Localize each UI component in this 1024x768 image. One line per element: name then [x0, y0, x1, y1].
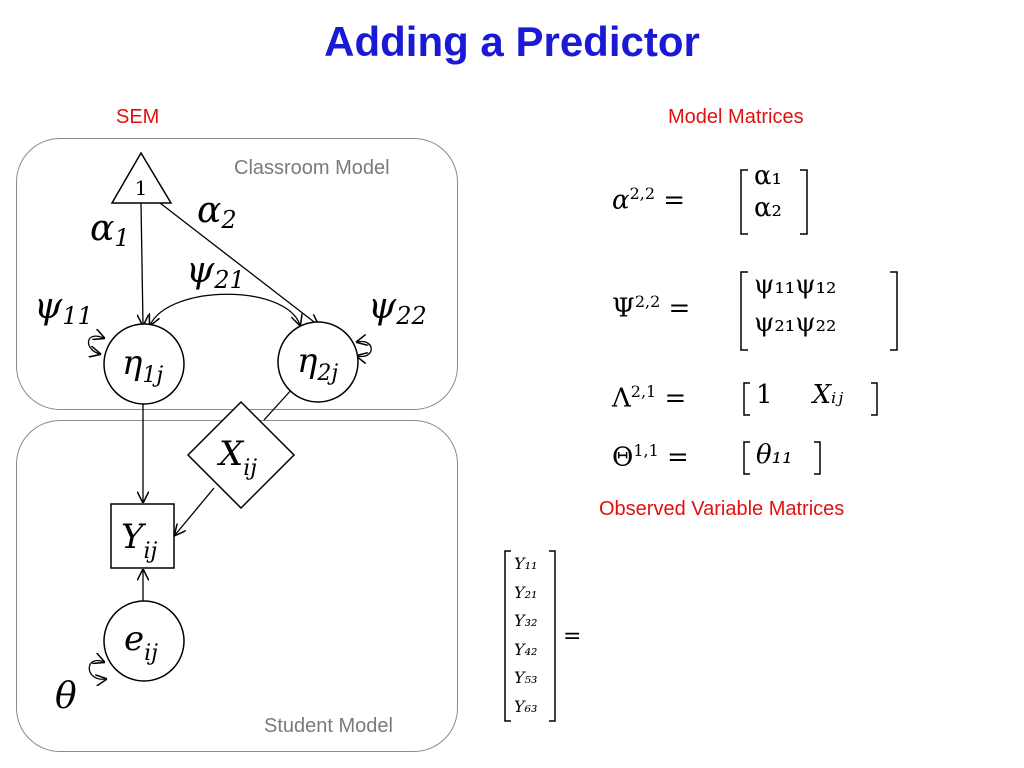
- lambda-brackets: [743, 382, 878, 416]
- psi-brackets: [740, 271, 898, 351]
- eta2-label: η2j: [297, 341, 338, 386]
- alpha1-path: [141, 202, 143, 325]
- x-diamond: [186, 400, 296, 510]
- psi22-label: ψ22: [368, 286, 427, 330]
- psi21-covariance: [150, 293, 300, 325]
- theta-matrix-body: θ₁₁: [756, 440, 793, 470]
- eta2-to-x-path: [263, 387, 294, 421]
- alpha2-path: [159, 202, 318, 325]
- psi-row-1: ψ₁₁ψ₁₂: [754, 270, 837, 300]
- theta-label: θ: [55, 676, 77, 717]
- eta1-node: [103, 323, 185, 405]
- observed-entry: Y₆₃: [514, 696, 538, 716]
- alpha-matrix-body: α₁ α₂: [754, 160, 782, 224]
- alpha-matrix-name: α2,2 =: [612, 184, 686, 216]
- y-box: [110, 503, 175, 569]
- observed-entry: Y₄₂: [514, 639, 538, 659]
- psi22-variance: [357, 342, 372, 357]
- x-label: Xij: [216, 434, 257, 481]
- observed-brackets: [504, 550, 556, 722]
- psi11-variance: [87, 336, 104, 354]
- x-to-y-path: [175, 487, 215, 535]
- constant-label: 1: [135, 176, 148, 200]
- psi-row-2: ψ₂₁ψ₂₂: [754, 308, 837, 338]
- student-model-label: Student Model: [264, 715, 393, 737]
- sem-label: SEM: [116, 106, 160, 128]
- e-node: [103, 600, 185, 682]
- eta1-label: η1j: [122, 343, 163, 388]
- observed-entry: Y₅₃: [514, 668, 538, 687]
- eta2-node: [277, 321, 359, 403]
- observed-entry: Y₁₁: [514, 554, 538, 573]
- psi-matrix-body: ψ₁₁ψ₁₂ ψ₂₁ψ₂₂: [754, 266, 836, 342]
- observed-matrices-label: Observed Variable Matrices: [599, 498, 845, 520]
- page-title: Adding a Predictor: [324, 18, 700, 65]
- alpha-brackets: [740, 169, 808, 235]
- alpha-row-1: α₁: [754, 161, 782, 191]
- observed-vector: Y₁₁ Y₂₁ Y₃₂ Y₄₂ Y₅₃ Y₆₃: [514, 550, 537, 721]
- observed-entry: Y₂₁: [514, 582, 538, 602]
- y-label: Yij: [121, 517, 157, 564]
- psi11-label: ψ11: [34, 286, 93, 330]
- alpha1-label: α1: [90, 208, 130, 252]
- observed-equals: =: [563, 624, 582, 649]
- theta-brackets: [743, 441, 821, 475]
- e-label: eij: [124, 619, 158, 666]
- theta-matrix-name: Θ1,1 =: [612, 441, 689, 473]
- alpha-row-2: α₂: [754, 193, 782, 223]
- model-matrices-label: Model Matrices: [668, 106, 804, 128]
- alpha2-label: α2: [197, 190, 237, 234]
- lambda-matrix-name: Λ2,1 =: [612, 382, 687, 414]
- theta-variance: [88, 661, 106, 680]
- psi21-label: ψ21: [186, 250, 245, 294]
- psi-matrix-name: Ψ2,2 =: [612, 292, 691, 324]
- observed-entry: Y₃₂: [514, 611, 538, 630]
- classroom-model-label: Classroom Model: [234, 157, 390, 179]
